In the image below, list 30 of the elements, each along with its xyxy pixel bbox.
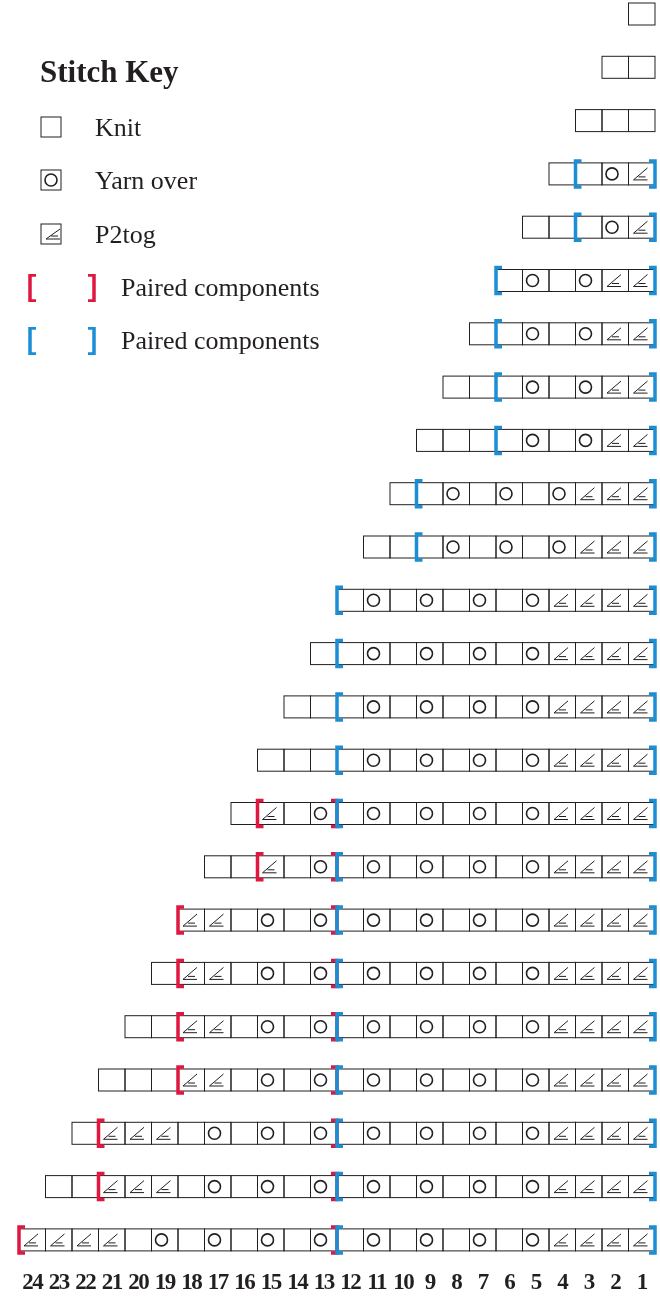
column-number: 15 (260, 1270, 281, 1293)
legend-label: Paired components (121, 328, 320, 354)
column-number: 21 (101, 1270, 122, 1293)
column-number: 4 (557, 1270, 568, 1293)
column-number: 9 (424, 1270, 435, 1293)
column-number: 11 (367, 1270, 386, 1293)
key-heading: Stitch Key (40, 56, 179, 87)
column-number: 17 (207, 1270, 228, 1293)
column-number: 12 (340, 1270, 361, 1293)
legend-label: Paired components (121, 275, 320, 301)
column-number: 20 (128, 1270, 149, 1293)
legend-label: Knit (95, 115, 142, 141)
column-number: 19 (154, 1270, 175, 1293)
column-number: 18 (181, 1270, 202, 1293)
column-number: 14 (287, 1270, 308, 1293)
legend-label: P2tog (95, 222, 156, 248)
column-number: 22 (75, 1270, 96, 1293)
column-number: 3 (583, 1270, 594, 1293)
legend-label: Yarn over (95, 168, 198, 194)
column-number: 8 (451, 1270, 462, 1293)
column-number: 2 (610, 1270, 621, 1293)
column-number: 6 (504, 1270, 515, 1293)
column-number: 10 (393, 1270, 414, 1293)
column-number: 1 (636, 1270, 647, 1293)
column-number: 7 (477, 1270, 488, 1293)
column-number: 23 (48, 1270, 69, 1293)
column-number: 24 (22, 1270, 43, 1293)
column-number: 13 (313, 1270, 334, 1293)
column-number: 5 (530, 1270, 541, 1293)
column-number: 16 (234, 1270, 255, 1293)
